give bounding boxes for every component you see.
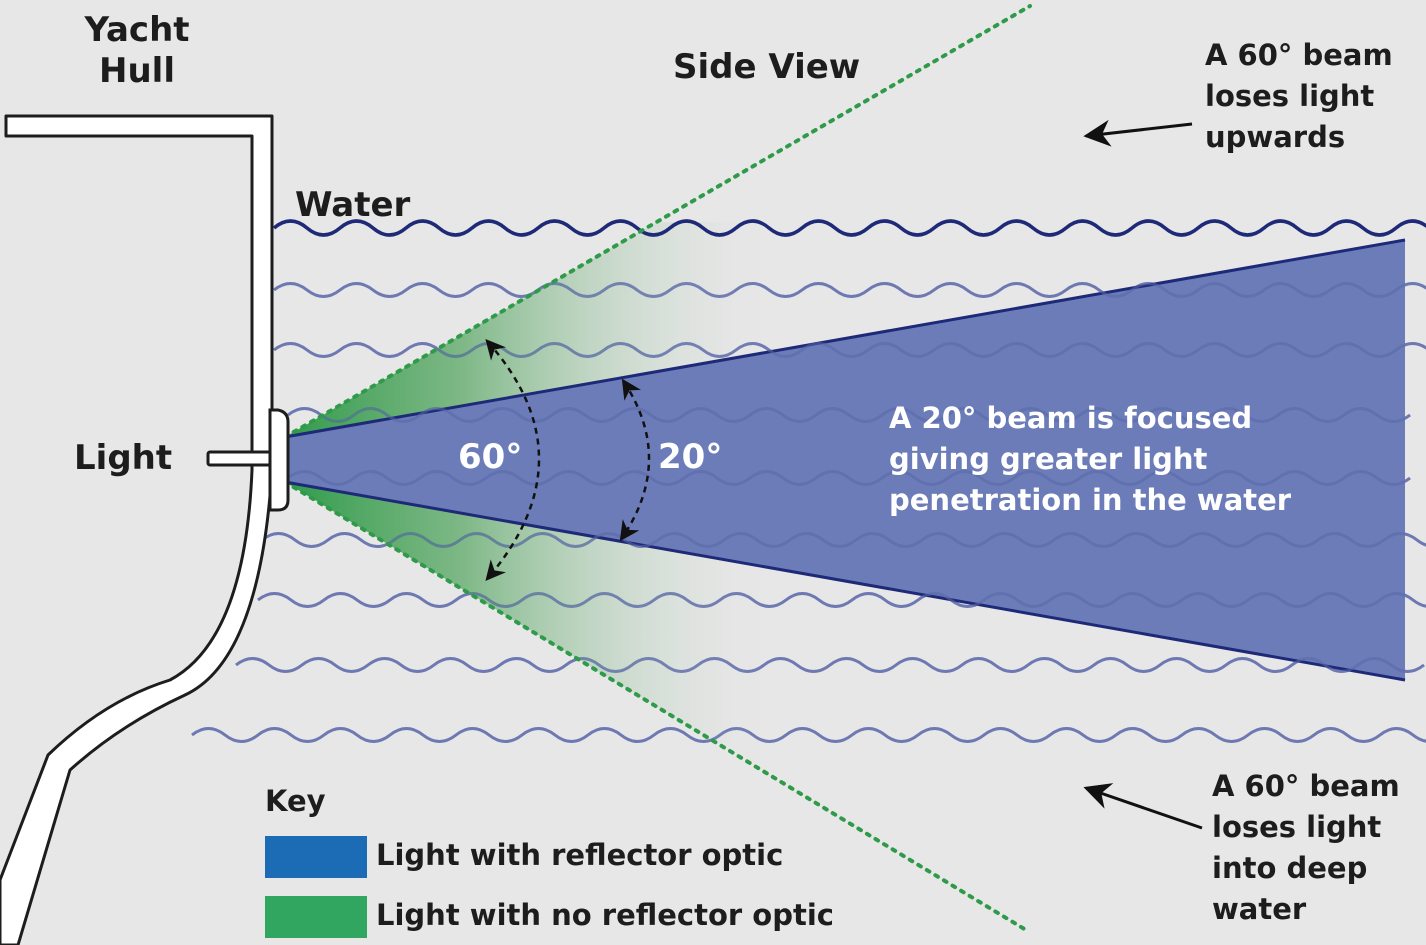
upward-note-line1: A 60° beam (1205, 38, 1393, 72)
deep-note-line2: loses light (1212, 810, 1382, 844)
legend-label-no-reflector: Light with no reflector optic (376, 898, 834, 932)
legend-swatch-no-reflector (265, 896, 367, 938)
angle-60-label: 60° (458, 437, 523, 477)
underwater-wave-overlay (287, 407, 1411, 423)
upward-note-line2: loses light (1205, 79, 1375, 113)
upward-loss-note: A 60° beam loses light upwards (1205, 35, 1393, 158)
wide-beam-lower-edge (283, 480, 1028, 932)
narrow-beam-top-edge (284, 238, 1406, 439)
deep-note-line1: A 60° beam (1212, 769, 1400, 803)
hull-label: Yacht Hull (62, 10, 212, 92)
underwater-wave-overlay (191, 727, 1426, 743)
deep-loss-arrow (1083, 783, 1203, 830)
legend-title: Key (265, 784, 326, 818)
water-surface-wave (272, 219, 1426, 237)
focused-note-line2: giving greater light (889, 442, 1208, 476)
light-fixture (268, 408, 290, 512)
deep-note-line3: into deep (1212, 851, 1368, 885)
water-label: Water (295, 185, 411, 225)
wide-beam-upper-edge (283, 4, 1032, 439)
side-view-title: Side View (673, 47, 861, 87)
focused-note-line1: A 20° beam is focused (889, 401, 1253, 435)
legend-label-reflector: Light with reflector optic (376, 838, 784, 872)
angle-20-label: 20° (658, 437, 723, 477)
yacht-hull (0, 114, 274, 945)
focused-note-line3: penetration in the water (889, 483, 1292, 517)
underwater-wave-overlay (235, 657, 1425, 673)
underwater-wave-overlay (273, 282, 1426, 298)
underwater-wave-overlay (261, 532, 1426, 548)
angle-arc-60 (485, 338, 541, 582)
underwater-wave-overlay (287, 470, 1411, 486)
narrow-beam-bottom-edge (284, 480, 1406, 682)
focused-beam-note: A 20° beam is focused giving greater lig… (889, 398, 1291, 521)
angle-arc-20 (619, 378, 651, 542)
deep-loss-note: A 60° beam loses light into deep water (1212, 766, 1400, 930)
underwater-wave-overlay (257, 592, 1426, 608)
waves-over-beam (191, 282, 1426, 743)
upward-note-line3: upwards (1205, 120, 1346, 154)
hull-label-line1: Yacht (84, 10, 190, 50)
hull-label-line2: Hull (99, 50, 175, 91)
upward-loss-arrow (1083, 119, 1193, 147)
underwater-wave-overlay (273, 342, 1426, 358)
deep-note-line4: water (1212, 892, 1307, 926)
light-label: Light (74, 438, 173, 478)
narrow-beam (285, 240, 1405, 680)
legend-swatch-reflector (265, 836, 367, 878)
